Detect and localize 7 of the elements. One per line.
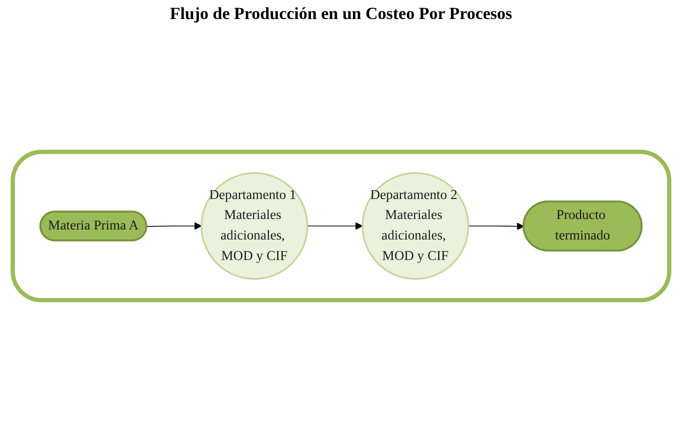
arrow [468,222,524,230]
diagram-title: Flujo de Producción en un Costeo Por Procesos [170,4,512,23]
arrow [146,222,202,230]
cluster [10,150,672,302]
node-circle: Departamento 2 Materiales adicionales, MOD y CIF [362,172,470,280]
node-circle: Departamento 1 Materiales adicionales, MOD y CIF [200,172,308,280]
arrow [306,222,363,230]
